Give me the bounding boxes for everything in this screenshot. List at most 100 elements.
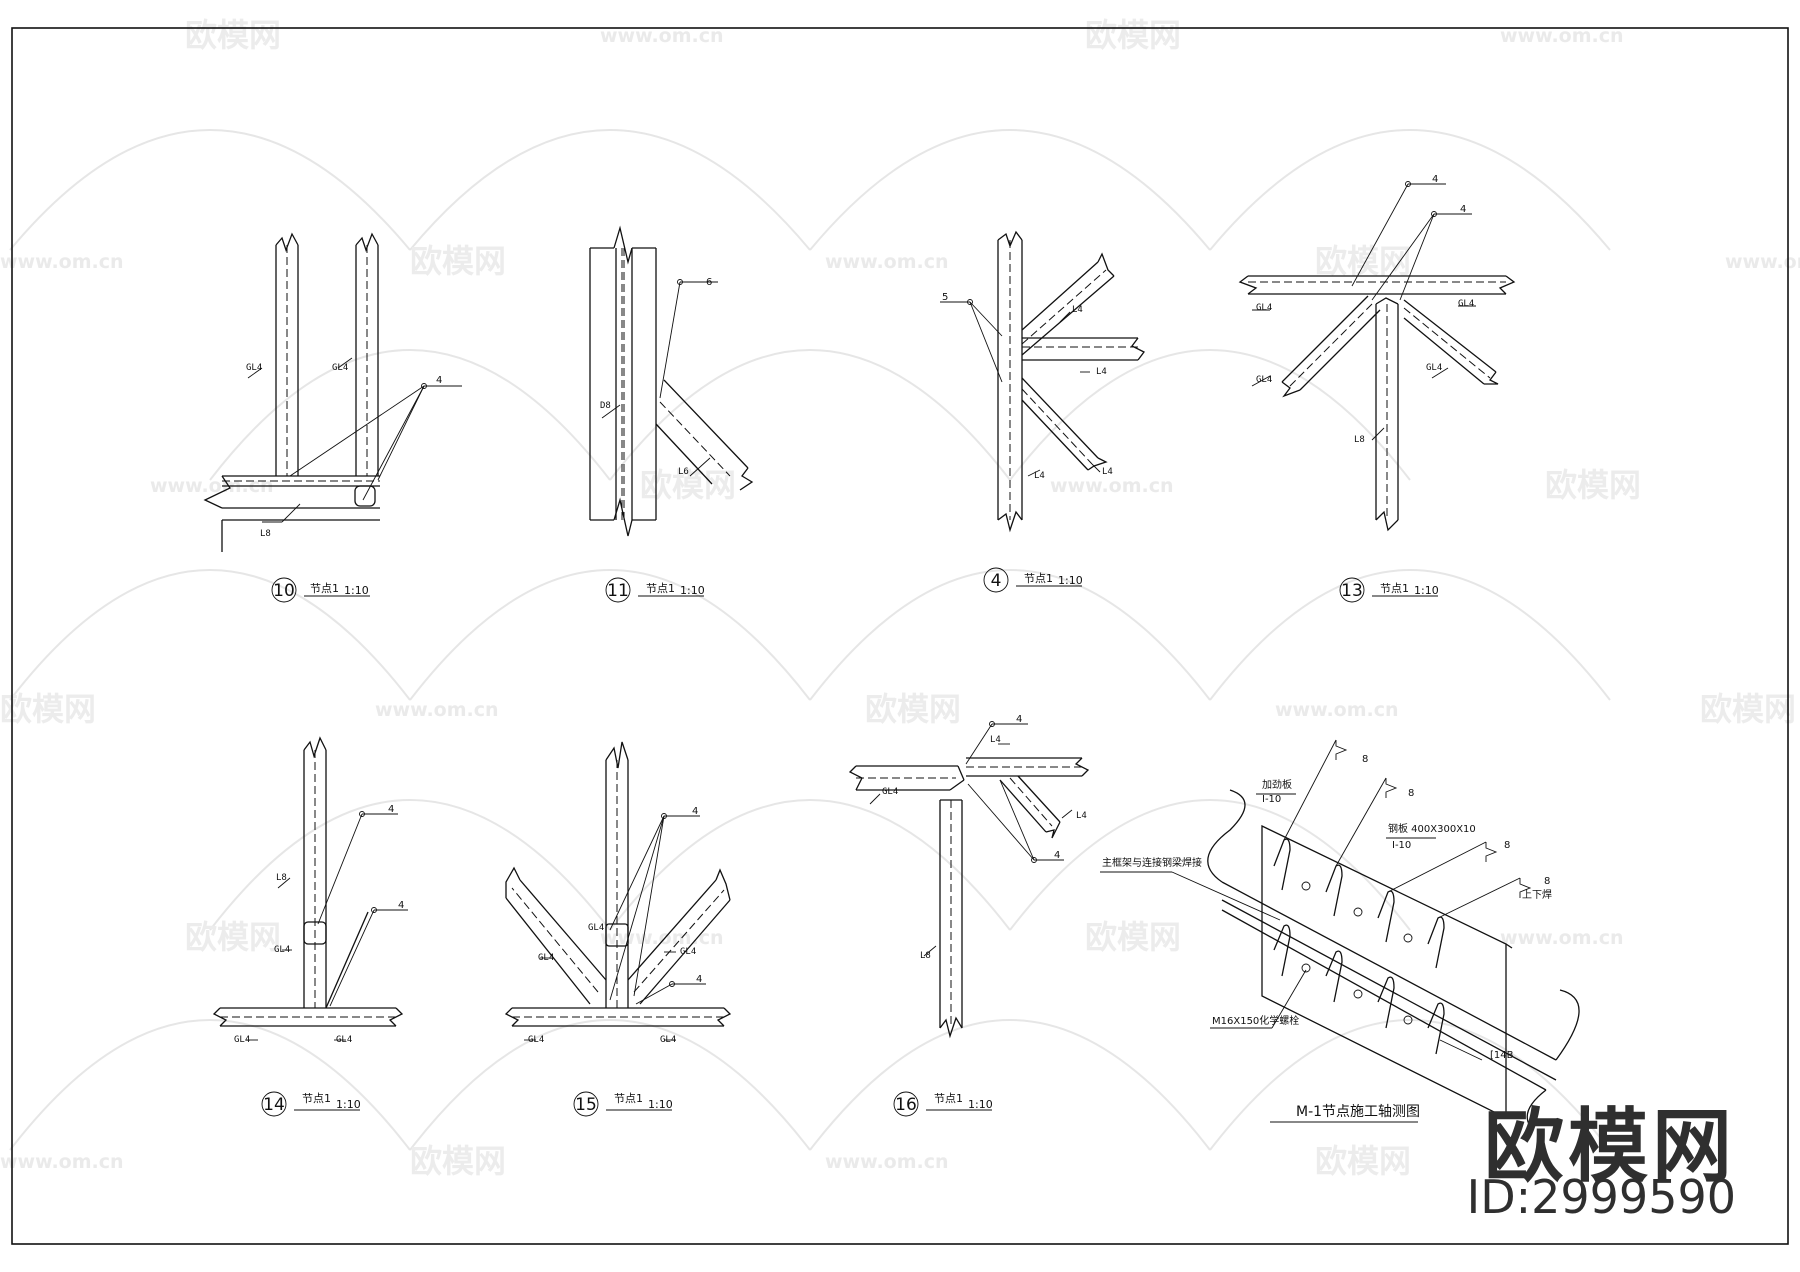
detail-13-label-0: GL4: [1256, 303, 1272, 313]
watermark-url: www.om.cn: [600, 25, 724, 47]
detail-13-number-circle: [1339, 577, 1365, 603]
detail-13-weld-size-1: 4: [1460, 204, 1466, 215]
detail-10-caption: 节点1: [310, 582, 339, 595]
detail-14-weld-size-1: 4: [398, 900, 404, 911]
detail-14-label-1: GL4: [274, 945, 290, 955]
detail-4-caption: 节点1: [1024, 572, 1053, 585]
watermark-url: www.om.cn: [375, 699, 499, 721]
watermark-brand: 欧模网: [1315, 242, 1411, 280]
detail-13-weld-size-0: 4: [1432, 174, 1438, 185]
watermark-url: www.om.cn: [0, 1151, 124, 1173]
detail-13-number: 13: [1341, 581, 1363, 601]
watermark-brand: 欧模网: [185, 918, 281, 956]
watermark-brand: 欧模网: [410, 242, 506, 280]
watermark-brand: 欧模网: [410, 1142, 506, 1180]
axo-weld-size-0: 8: [1362, 754, 1368, 765]
detail-15-label-4: GL4: [660, 1035, 676, 1045]
detail-16-label-3: L8: [920, 951, 931, 961]
axo-label-plate: 钢板 400X300X10: [1388, 822, 1476, 835]
detail-10-label-0: GL4: [246, 363, 262, 373]
watermark-brand: 欧模网: [0, 690, 96, 728]
detail-10-scale: 1:10: [344, 584, 369, 597]
axo-weld-size-3: 8: [1544, 876, 1550, 887]
detail-13-caption: 节点1: [1380, 582, 1409, 595]
detail-15-weld-size-1: 4: [696, 974, 702, 985]
detail-15-label-3: GL4: [528, 1035, 544, 1045]
detail-10: GL4 GL4 L8 4 10 节点1 1:10: [203, 232, 462, 603]
detail-10-label-1: GL4: [332, 363, 348, 373]
detail-15-scale: 1:10: [648, 1098, 673, 1111]
detail-15-weld-size-0: 4: [692, 806, 698, 817]
detail-14-number-circle: [261, 1091, 287, 1117]
detail-14-label-0: L8: [276, 873, 287, 883]
detail-16-weld-size-0: 4: [1016, 714, 1022, 725]
detail-10-number-circle: [271, 577, 297, 603]
detail-15-caption: 节点1: [614, 1092, 643, 1105]
detail-14-label-3: GL4: [336, 1035, 352, 1045]
detail-16-caption: 节点1: [934, 1092, 963, 1105]
detail-10-weld-size: 4: [436, 375, 442, 386]
detail-10-label-2: L8: [260, 529, 271, 539]
detail-11-weld-size: 6: [706, 277, 712, 288]
detail-16-label-2: L4: [1076, 811, 1087, 821]
axo-label-bolt: M16X150化学螺栓: [1212, 1014, 1299, 1027]
watermark-url-texts: www.om.cn www.om.cn www.om.cn www.om.cn …: [0, 25, 1800, 1173]
detail-4-label-1: L4: [1096, 367, 1107, 377]
watermark-brand-texts: 欧模网 欧模网 欧模网 欧模网 欧模网 欧模网 欧模网 欧模网 欧模网 欧模网 …: [0, 16, 1796, 1180]
watermark-brand: 欧模网: [1700, 690, 1796, 728]
detail-13-label-2: GL4: [1256, 375, 1272, 385]
axo-label-weld-note: 主框架与连接钢梁焊接: [1102, 856, 1202, 869]
watermark-arcs: [9, 129, 1611, 1151]
watermark-layer: 欧模网 欧模网 欧模网 欧模网 欧模网 欧模网 欧模网 欧模网 欧模网 欧模网 …: [0, 16, 1800, 1180]
axo-title: M-1节点施工轴测图: [1296, 1104, 1420, 1120]
axo-label-plate-size: I-10: [1392, 840, 1411, 851]
watermark-url: www.om.cn: [825, 251, 949, 273]
detail-15-number: 15: [575, 1095, 597, 1115]
watermark-brand: 欧模网: [1085, 918, 1181, 956]
watermark-brand: 欧模网: [865, 690, 961, 728]
watermark-id: ID:2999590: [1466, 1170, 1736, 1224]
axo-weld-size-2: 8: [1504, 840, 1510, 851]
detail-10-number: 10: [273, 581, 295, 601]
watermark-url: www.om.cn: [1500, 927, 1624, 949]
detail-13: GL4 GL4 GL4 GL4 L8 4 4 13 节点1 1:10: [1238, 174, 1516, 603]
detail-15-number-circle: [573, 1091, 599, 1117]
watermark-url: www.om.cn: [1275, 699, 1399, 721]
watermark-url: www.om.cn: [150, 475, 274, 497]
detail-14-number: 14: [263, 1095, 285, 1115]
detail-4-number: 4: [991, 571, 1002, 591]
detail-14-weld-size-0: 4: [388, 804, 394, 815]
watermark-brand: 欧模网: [1545, 466, 1641, 504]
watermark-brand: 欧模网: [185, 16, 281, 54]
watermark-url: www.om.cn: [1500, 25, 1624, 47]
detail-11-label-1: L6: [678, 467, 689, 477]
detail-16-weld-size-1: 4: [1054, 850, 1060, 861]
detail-13-label-4: L8: [1354, 435, 1365, 445]
detail-15-label-0: GL4: [588, 923, 604, 933]
axo-label-stiffener: 加劲板: [1262, 778, 1292, 791]
detail-15: GL4 GL4 GL4 GL4 GL4 4 4 15 节点1 1:10: [504, 741, 732, 1117]
detail-4: L4 L4 L4 L4 5 4 节点1 1:10: [940, 230, 1145, 593]
detail-14-scale: 1:10: [336, 1098, 361, 1111]
axo-label-channel: [14B: [1490, 1050, 1514, 1061]
detail-11: D8 L6 6 11 节点1 1:10: [589, 225, 754, 603]
detail-13-scale: 1:10: [1414, 584, 1439, 597]
watermark-url: www.om.cn: [1725, 251, 1800, 273]
detail-14: L8 GL4 GL4 GL4 4 4 14 节点1 1:10: [212, 736, 408, 1117]
detail-4-label-0: L4: [1072, 305, 1083, 315]
detail-11-number: 11: [607, 581, 629, 601]
detail-16-number: 16: [895, 1095, 917, 1115]
axo-label-weld-side: 上下焊: [1522, 889, 1552, 901]
watermark-brand: 欧模网: [1315, 1142, 1411, 1180]
axo-label-stiffener-size: I-10: [1262, 794, 1281, 805]
detail-16-number-circle: [893, 1091, 919, 1117]
detail-14-caption: 节点1: [302, 1092, 331, 1105]
watermark-url: www.om.cn: [825, 1151, 949, 1173]
watermark-url: www.om.cn: [0, 251, 124, 273]
detail-15-label-2: GL4: [680, 947, 696, 957]
detail-13-label-1: GL4: [1458, 299, 1474, 309]
watermark-logo-text: 欧模网: [1484, 1100, 1736, 1193]
detail-4-label-2: L4: [1102, 467, 1113, 477]
detail-16-label-1: L4: [990, 735, 1001, 745]
